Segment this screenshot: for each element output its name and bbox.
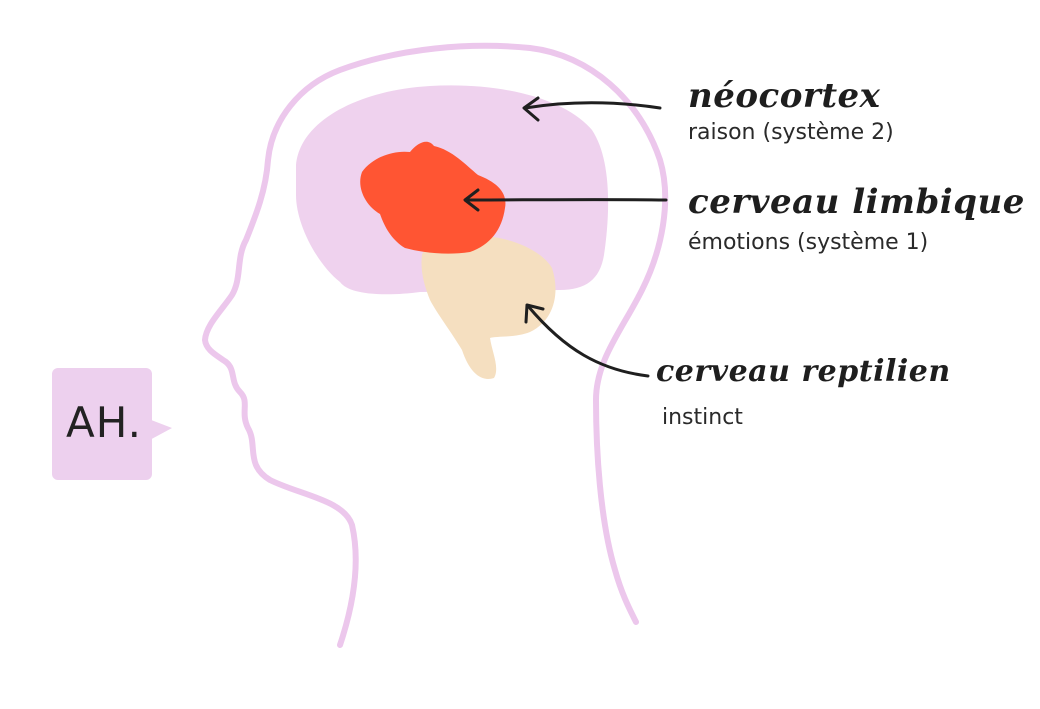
- arrow-reptilian: [524, 303, 650, 378]
- speech-bubble: [52, 368, 152, 480]
- limbic-region: [360, 141, 506, 254]
- reptilian-subtitle: instinct: [662, 405, 743, 430]
- neocortex-subtitle: raison (système 2): [688, 120, 894, 145]
- neocortex-title: néocortex: [688, 76, 881, 116]
- arrow-limbic: [463, 188, 668, 212]
- limbic-title: cerveau limbique: [688, 182, 1025, 222]
- speech-bubble-tail: [146, 418, 172, 442]
- arrow-neocortex: [522, 96, 662, 122]
- limbic-subtitle: émotions (système 1): [688, 230, 929, 255]
- head-outline: [202, 42, 669, 648]
- reptilian-title: cerveau reptilien: [656, 354, 951, 389]
- reptilian-region: [421, 236, 556, 379]
- speech-bubble-text: AH.: [66, 398, 142, 447]
